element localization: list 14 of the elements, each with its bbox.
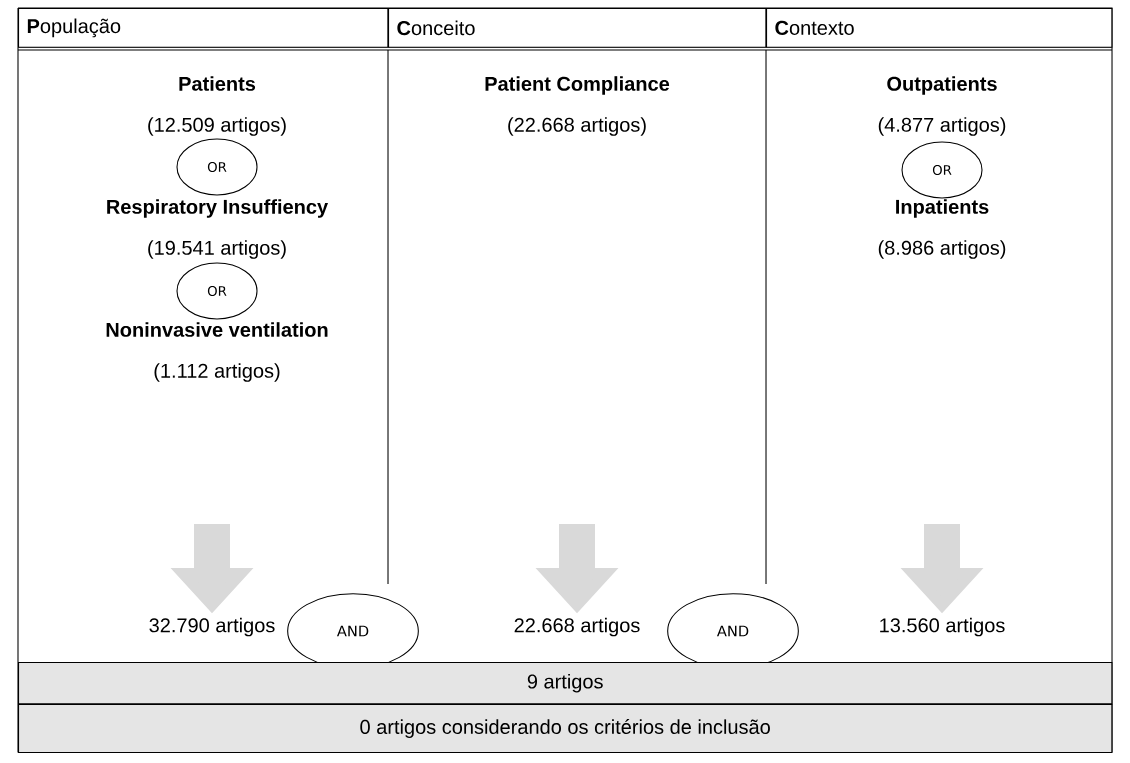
result-row: 0 artigos considerando os critérios de inclusão — [18, 704, 1113, 754]
search-term: Patient Compliance (22.668 artigos) — [485, 76, 670, 136]
result-count: 13.560 artigos — [880, 617, 1005, 637]
header-cell: Conceito — [388, 8, 767, 48]
header-cell: Contexto — [766, 8, 1113, 48]
search-term: Respiratory Insuffiency (19.541 artigos) — [107, 199, 328, 259]
result-row: 9 artigos — [18, 662, 1113, 705]
result-count: 22.668 artigos — [514, 617, 640, 637]
search-term: Inpatients (8.986 artigos) — [878, 199, 1006, 259]
header-cell: População — [18, 8, 389, 48]
result-count: 32.790 artigos — [149, 617, 275, 637]
search-term: Noninvasive ventilation (1.112 artigos) — [106, 322, 328, 382]
search-term: Outpatients (4.877 artigos) — [878, 76, 1006, 136]
search-term: Patients (12.509 artigos) — [148, 76, 286, 136]
